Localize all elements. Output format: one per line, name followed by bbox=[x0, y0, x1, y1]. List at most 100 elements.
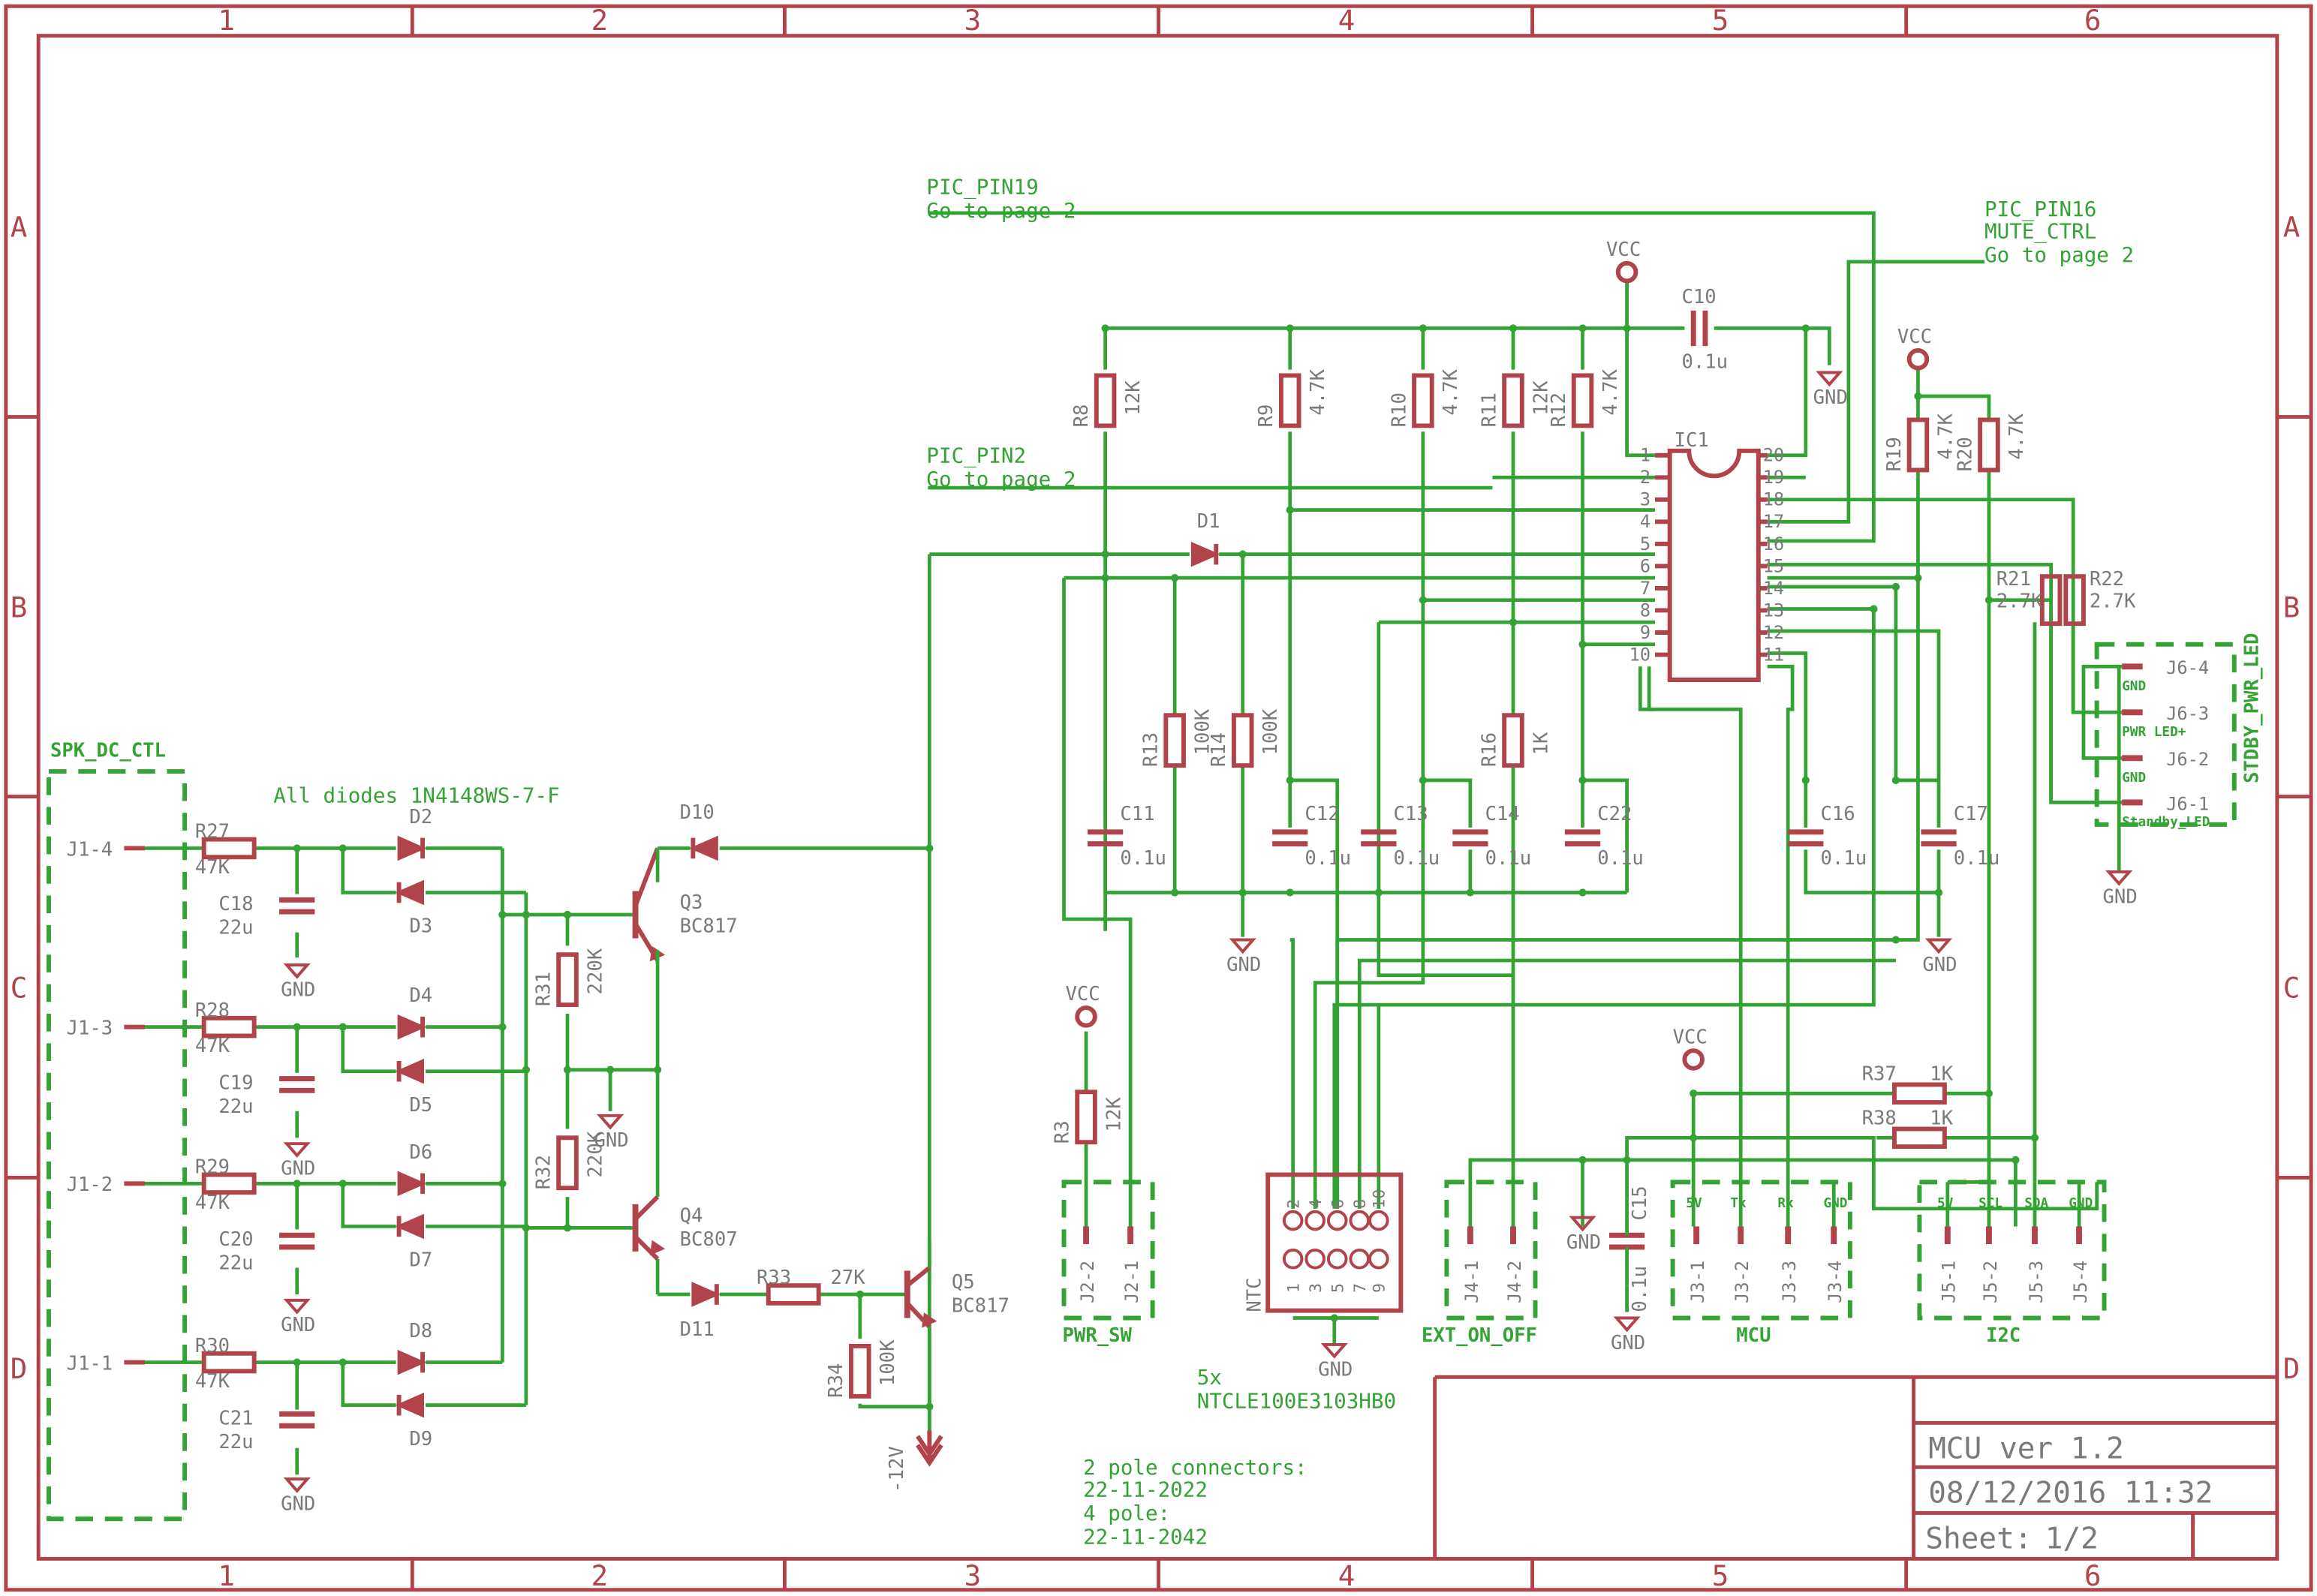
capacitor-name: C19 bbox=[218, 1072, 253, 1094]
spk-pin-label: J1-4 bbox=[67, 838, 113, 861]
capacitor-value: 0.1u bbox=[1597, 847, 1644, 870]
diode-d9[interactable]: D9 bbox=[395, 1392, 433, 1450]
resistor-name: R38 bbox=[1862, 1108, 1897, 1130]
vcc-label: VCC bbox=[1673, 1026, 1708, 1048]
capacitor-value: 22u bbox=[218, 1431, 253, 1453]
resistor-r9[interactable]: R94.7K bbox=[1255, 368, 1329, 428]
gnd-label: GND bbox=[281, 1158, 315, 1180]
diode-d6[interactable]: D6 bbox=[397, 1141, 433, 1197]
ntc-bottom-pin: 5 bbox=[1329, 1283, 1348, 1293]
connector-signal: SCL bbox=[1978, 1196, 2003, 1211]
ic-pin-left: 4 bbox=[1640, 511, 1650, 532]
diode-d5[interactable]: D5 bbox=[395, 1058, 433, 1117]
capacitor-c22[interactable]: C22 0.1u bbox=[1564, 803, 1644, 870]
ntc-bottom-pin: 7 bbox=[1351, 1283, 1370, 1293]
frame-col-bottom: 6 bbox=[2084, 1559, 2102, 1592]
capacitor-name: C13 bbox=[1394, 803, 1428, 825]
i2c-connector-box[interactable] bbox=[1917, 1180, 2107, 1321]
frame-col-top: 1 bbox=[218, 4, 235, 37]
ic-pin-left: 9 bbox=[1640, 622, 1650, 643]
diode-d3[interactable]: D3 bbox=[395, 879, 433, 938]
capacitor-name: C22 bbox=[1597, 803, 1632, 825]
ic-pin-right: 20 bbox=[1763, 445, 1784, 466]
ntc-bottom-pin: 3 bbox=[1307, 1283, 1326, 1293]
diode-d11[interactable]: D11 bbox=[680, 1282, 721, 1341]
spk-connector-box[interactable] bbox=[47, 769, 188, 1522]
ic-pin-left: 5 bbox=[1640, 534, 1650, 555]
resistor-name: R21 bbox=[1997, 568, 2031, 591]
resistor-name: R37 bbox=[1862, 1063, 1897, 1086]
stdby-connector-box[interactable] bbox=[2094, 642, 2237, 827]
frame-row-left: C bbox=[11, 971, 28, 1004]
mcu-connector-box[interactable] bbox=[1670, 1180, 1852, 1321]
diode-d10[interactable]: D10 bbox=[680, 801, 718, 861]
connector-signal: 5V bbox=[1686, 1196, 1702, 1211]
neg-supply-label: -12V bbox=[886, 1446, 908, 1492]
gnd-symbol: GND bbox=[594, 1114, 629, 1152]
transistor-part: BC807 bbox=[680, 1228, 738, 1251]
components: J1-4J1-3J1-2J1-1R2747KR2847KR2947KR3047K… bbox=[67, 239, 2138, 1515]
ext-connector-box[interactable] bbox=[1444, 1180, 1538, 1321]
diode-d1[interactable]: D1 bbox=[1190, 510, 1220, 567]
resistor-value: 47K bbox=[195, 1035, 230, 1057]
diode-name: D8 bbox=[409, 1320, 432, 1342]
diode-d7[interactable]: D7 bbox=[395, 1213, 433, 1272]
resistor-value: 4.7K bbox=[1599, 368, 1622, 415]
diode-d4[interactable]: D4 bbox=[397, 984, 433, 1040]
net-pin2: PIC_PIN2 bbox=[926, 444, 1026, 469]
connector-pin-label: J3-2 bbox=[1732, 1261, 1753, 1303]
diode-name: D10 bbox=[680, 801, 715, 824]
gnd-label: GND bbox=[594, 1129, 628, 1152]
gnd-label: GND bbox=[1226, 954, 1261, 976]
diode-d2[interactable]: D2 bbox=[397, 806, 433, 861]
capacitor-name: C10 bbox=[1681, 286, 1716, 308]
connector-pin-label: J3-4 bbox=[1825, 1261, 1846, 1303]
gnd-label: GND bbox=[1566, 1231, 1601, 1254]
diode-d8[interactable]: D8 bbox=[397, 1320, 433, 1375]
conn-note-1: 2 pole connectors: bbox=[1083, 1456, 1307, 1480]
gnd-label: GND bbox=[1611, 1332, 1645, 1354]
capacitor-name: C12 bbox=[1304, 803, 1339, 825]
pwr-sw-connector-box[interactable] bbox=[1061, 1180, 1155, 1321]
